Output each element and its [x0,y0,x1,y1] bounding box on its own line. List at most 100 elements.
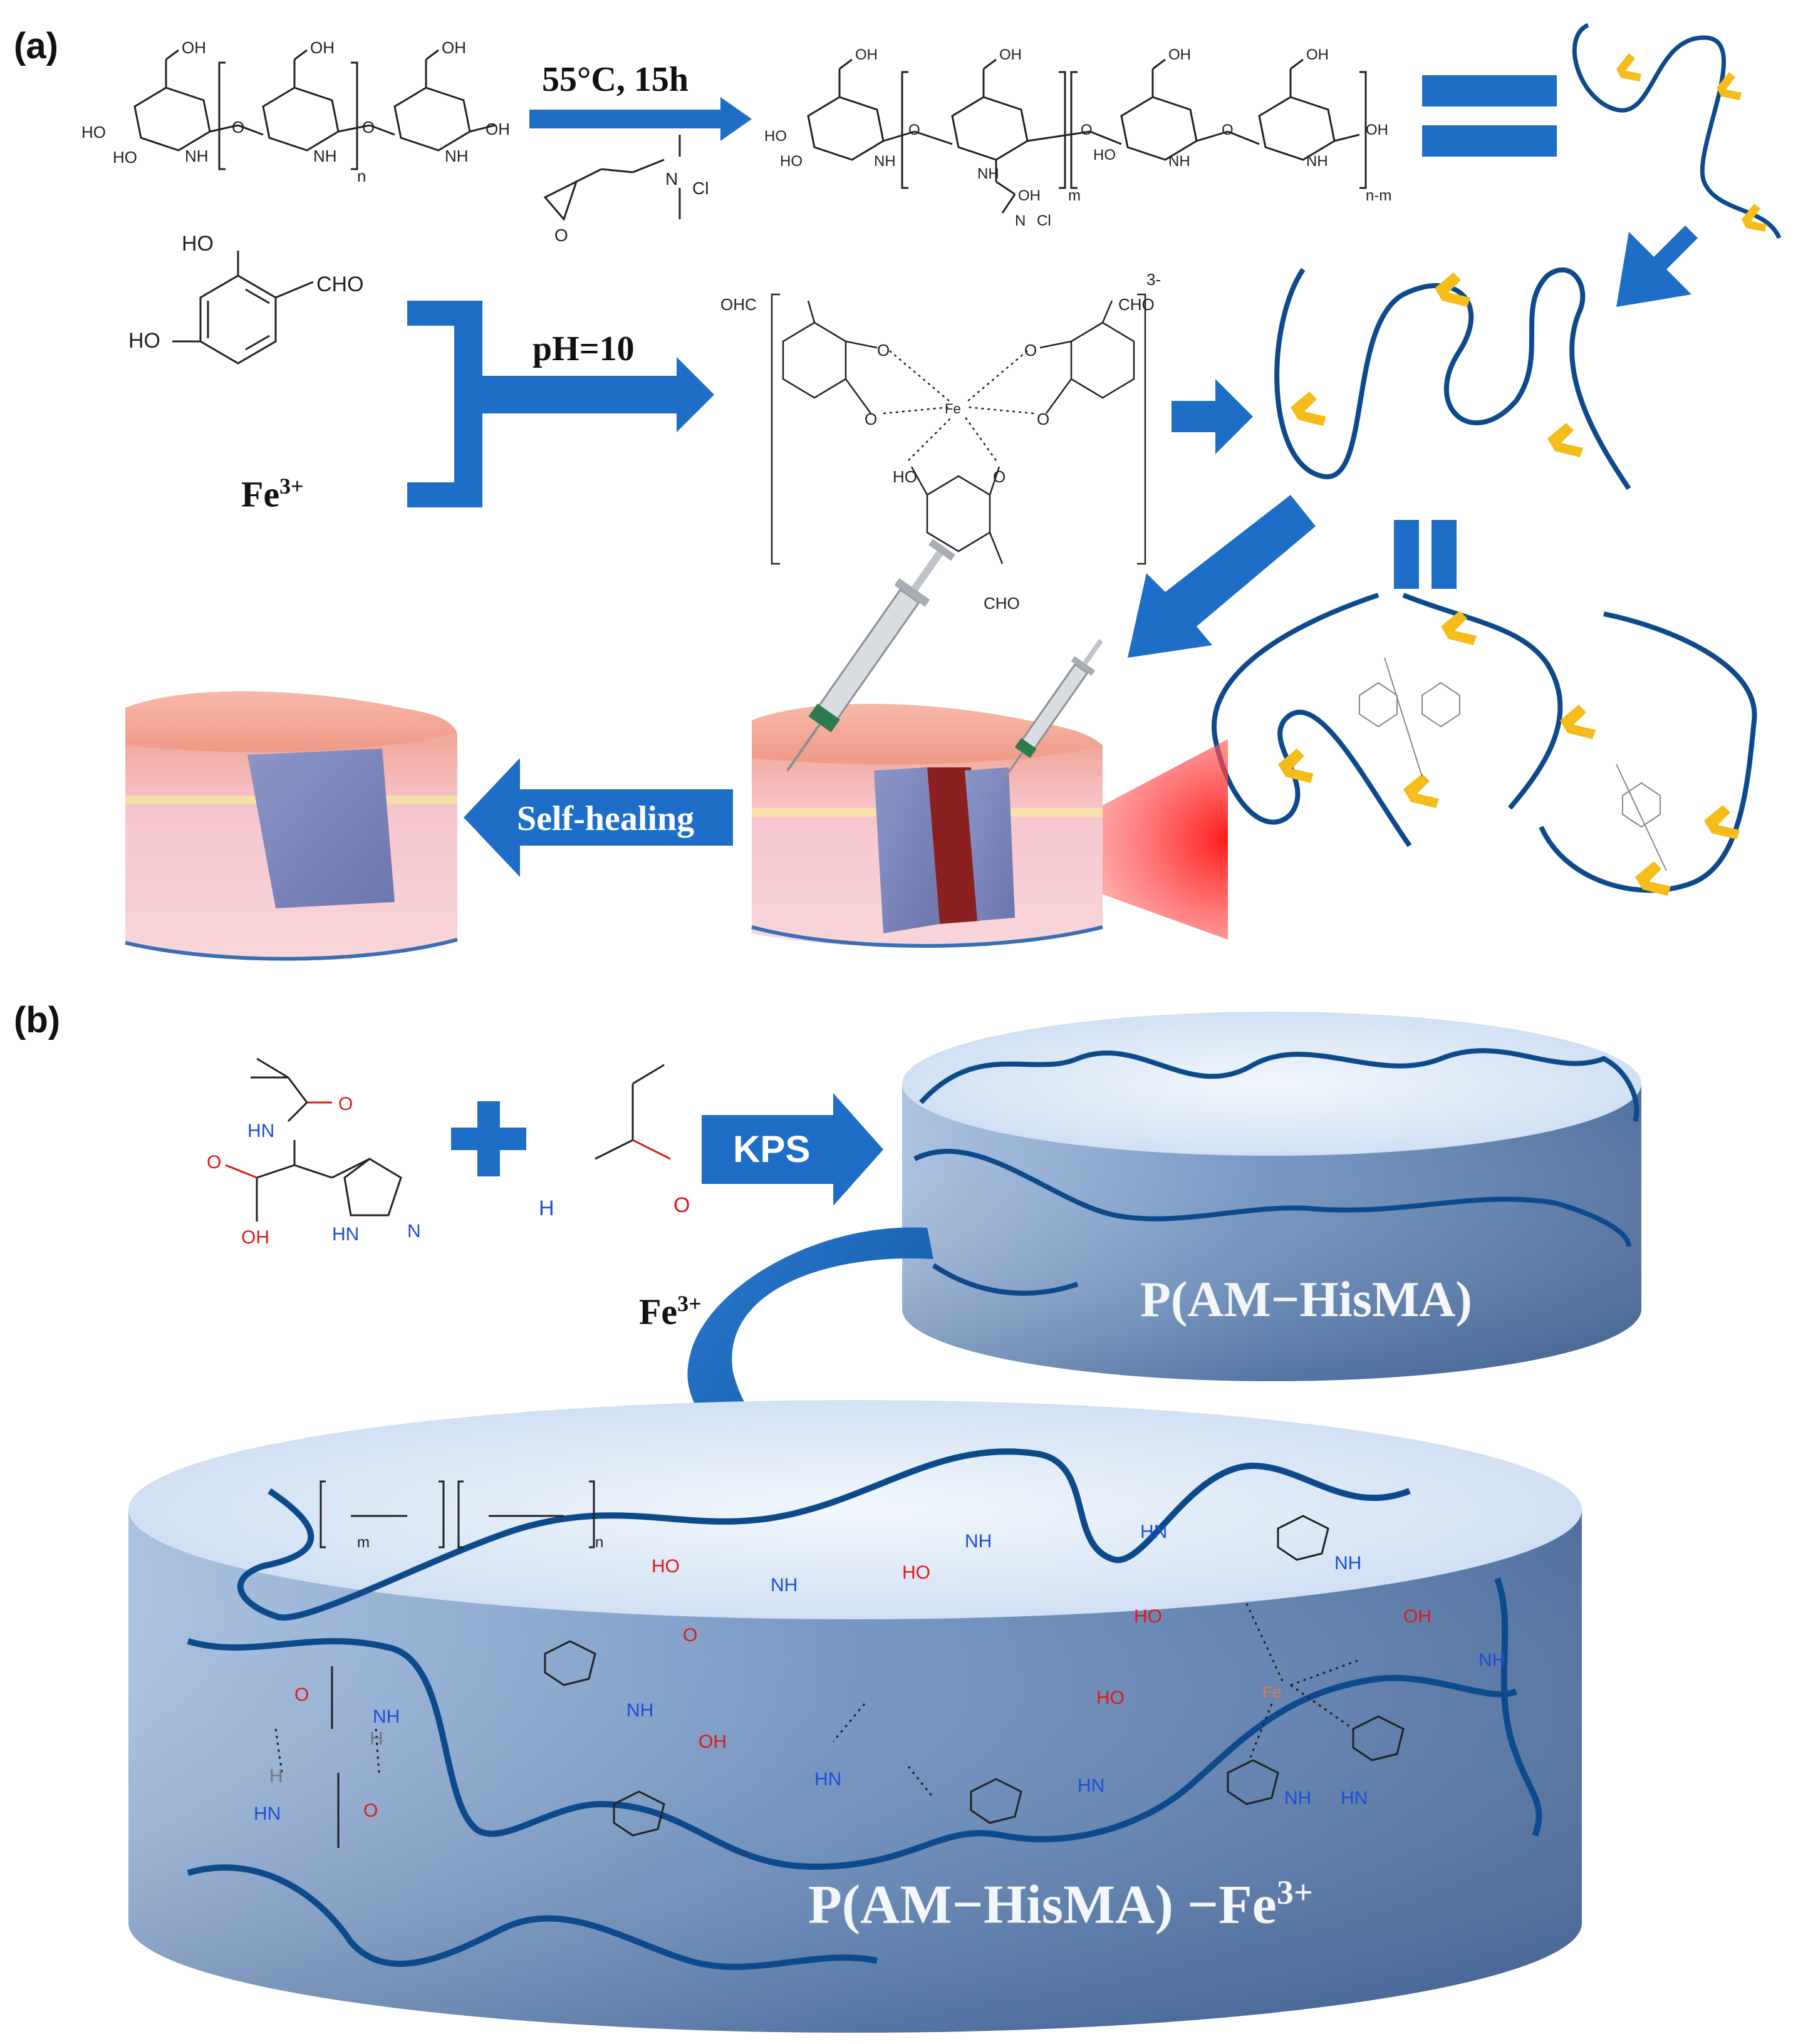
gel2-label: P(AM−HisMA) −Fe3+ [808,1873,1313,1936]
chem-o: O [207,1152,221,1173]
chem-o: O [673,1193,690,1217]
vertical-equals-left [1394,520,1419,589]
chem-o: O [683,1625,697,1646]
chitosan-labels: HO HO OH OH OH NH NH NH O O OH n [81,38,510,185]
chem-hn: HN [1341,1788,1368,1808]
panel-a-label: (a) [14,26,58,66]
chem-oh: OH [1306,46,1329,63]
chem-hn: HN [1140,1522,1167,1542]
chem-oh: OH [1168,46,1191,63]
chem-oh: OH [310,38,335,57]
chem-ho: HO [1093,147,1116,163]
vertical-equals-right [1431,520,1457,589]
chem-ho: HO [182,232,214,256]
gel2-label-charge: 3+ [1276,1874,1313,1911]
gel1-label: P(AM−HisMA) [1140,1272,1472,1327]
chem-hn: HN [247,1121,274,1141]
chem-hn: HN [332,1224,359,1245]
kps-arrow [702,1093,883,1206]
chem-ho: HO [893,467,917,486]
chem-nh2: NH [874,153,896,170]
chem-nm-sub: n-m [1366,187,1391,204]
chem-o: O [294,1684,309,1705]
chem-cho: CHO [1118,295,1155,314]
reaction1-condition: 55°C, 15h [542,60,688,99]
gel-chemistry-sketch [274,1480,1405,1848]
fe-symbol: Fe [639,1291,678,1332]
chem-h2n: H [539,1196,554,1220]
chem-nh: NH [977,165,999,182]
chem-o: O [232,118,244,137]
chem-ho: HO [764,128,787,145]
chem-h: H [370,1728,383,1749]
chem-o: O [1037,410,1049,428]
chem-n-plus: N [665,169,678,189]
reaction2-condition: pH=10 [533,329,635,368]
injectable-arrow [1128,495,1316,658]
chem-cl: Cl [692,179,709,198]
chem-o: O [362,118,375,137]
chem-oh: OH [241,1227,269,1248]
panel-b-label: (b) [14,1000,61,1040]
chem-o: O [1024,341,1037,360]
diagonal-arrow-down [1616,226,1698,307]
chem-hn: HN [254,1803,281,1824]
chem-nh: NH [626,1700,653,1721]
complex-charge: 3- [1146,270,1161,289]
gtmac-reagent [543,135,681,221]
crosslinked-network [1212,593,1757,896]
chem-nh2: NH [1168,153,1190,170]
chem-o: O [1081,122,1093,138]
chem-o: O [877,341,890,360]
kps-label: KPS [733,1128,811,1170]
chem-oh: OH [1366,122,1388,138]
chem-nh2: NH [1306,153,1328,170]
chem-ho: HO [113,148,137,167]
skin-block-healed [125,691,458,961]
fe-charge: 3+ [677,1291,702,1316]
chem-fe-center: Fe [945,401,961,417]
qcs-chain-cartoon [1572,23,1782,239]
chem-oh: OH [442,38,466,57]
self-healing-label: Self-healing [517,799,695,838]
chem-nh2: NH [185,147,209,165]
chem-o: O [1222,122,1234,138]
chem-ho: HO [652,1556,680,1577]
chem-ho: HO [128,329,160,353]
chem-oh: OH [1018,187,1041,204]
chem-nh: NH [771,1575,798,1595]
chem-ohc: OHC [720,295,757,314]
chem-oh: OH [999,46,1022,63]
chem-ho: HO [780,153,803,170]
plus-vertical [477,1101,500,1176]
chem-oh: OH [699,1731,727,1752]
chem-n-sub: n [357,167,366,185]
chem-nh: NH [1334,1553,1361,1574]
chem-ho: HO [902,1562,930,1583]
chem-cho: CHO [316,272,364,296]
chem-o: O [908,122,920,138]
chem-hn: HN [1078,1775,1104,1796]
chem-cho: CHO [984,594,1020,613]
chem-o: O [865,410,877,428]
fe3-label-b: Fe3+ [639,1290,702,1332]
skin-block-injection [751,539,1103,948]
chem-n-plus: N [1015,212,1026,229]
chem-o: O [338,1094,353,1114]
self-healing-arrow [464,758,733,877]
chem-m-sub: m [1068,187,1081,204]
acrylamide-structure [595,1064,671,1160]
chem-n-sub: n [595,1534,603,1551]
qcs-structure [807,58,1367,214]
chem-cl: Cl [1037,212,1051,229]
chem-o: O [993,467,1005,486]
chem-oh: OH [182,38,206,57]
chem-nh2: NH [445,147,469,165]
gel2-label-main: P(AM−HisMA) −Fe [808,1874,1277,1936]
equals-bar-bottom [1422,125,1557,157]
gel-cylinder-large [128,1400,1582,2033]
fe-charge: 3+ [279,474,304,499]
equals-bar-top [1422,75,1557,106]
reaction-arrow-complex [1172,379,1253,454]
protocatechualdehyde-structure [172,251,314,365]
